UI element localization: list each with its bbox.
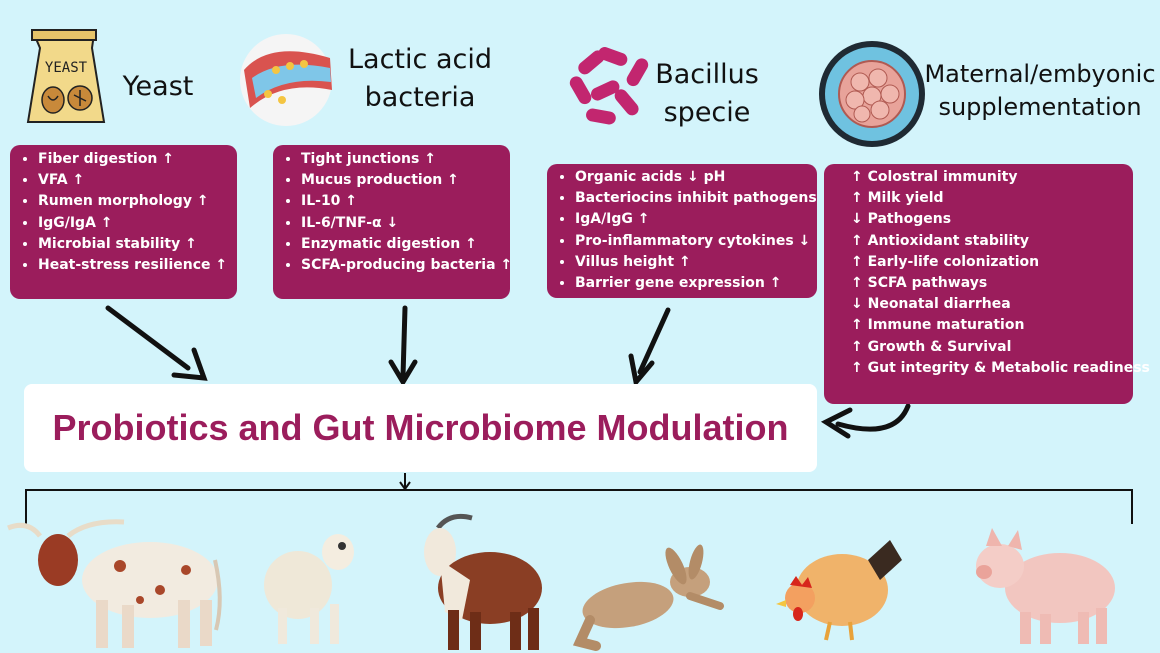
list-item: Microbial stability ↑: [38, 234, 237, 255]
arrow-lab: [400, 305, 408, 379]
maternal-title: Maternal/embyonic supplementation: [920, 58, 1160, 124]
list-item: Villus height ↑: [575, 252, 817, 273]
lab-title: Lactic acid bacteria: [334, 41, 506, 117]
bacillus-title: Bacillus specie: [644, 56, 770, 132]
bacillus-title-line-1: Bacillus: [655, 59, 759, 90]
list-item: Organic acids ↓ pH: [575, 167, 817, 188]
list-item: Mucus production ↑: [301, 170, 510, 191]
list-item: IL-6/TNF-α ↓: [301, 213, 510, 234]
cattle-icon: [7, 519, 222, 648]
list-item: ↑ SCFA pathways: [851, 275, 988, 292]
list-item: Rumen morphology ↑: [38, 191, 237, 212]
list-item: ↓ Pathogens: [851, 211, 952, 228]
lab-effects-box: Tight junctions ↑ Mucus production ↑ IL-…: [273, 145, 512, 299]
lab-title-line-2: bacteria: [364, 82, 476, 113]
list-item: ↑ Colostral immunity: [851, 169, 1018, 185]
gut-bacteria-icon: [240, 34, 332, 126]
list-item: ↑ Antioxidant stability: [851, 232, 1030, 249]
arrowhead-maternal: [820, 407, 853, 439]
maternal-effects-list: ↑ Colostral immunity ↑ Milk yield ↓ Path…: [824, 167, 1150, 379]
list-item: SCFA-producing bacteria ↑: [301, 255, 512, 276]
list-item: ↑ Immune maturation: [851, 317, 1025, 334]
list-item: Barrier gene expression ↑: [575, 273, 817, 294]
bacillus-icon: [569, 47, 649, 125]
animal-bracket: [25, 473, 1133, 524]
central-title-box: Probiotics and Gut Microbiome Modulation: [24, 384, 817, 472]
list-item: Heat-stress resilience ↑: [38, 255, 237, 276]
list-item: IgG/IgA ↑: [38, 213, 237, 234]
arrow-maternal: [835, 403, 911, 432]
list-item: ↑ Early-life colonization: [851, 253, 1040, 270]
list-item: Fiber digestion ↑: [38, 149, 237, 170]
list-item: ↑ Gut integrity & Metabolic readiness: [851, 359, 1150, 376]
arrow-bacillus: [637, 307, 671, 375]
list-item: ↑ Milk yield: [851, 190, 944, 207]
sheep-icon: [264, 534, 354, 644]
flow-arrows: [105, 305, 911, 439]
central-title: Probiotics and Gut Microbiome Modulation: [52, 407, 789, 448]
goat-icon: [424, 513, 542, 650]
embryo-petri-icon: [819, 41, 925, 147]
bacillus-effects-list: Organic acids ↓ pH Bacteriocins inhibit …: [547, 167, 817, 294]
lab-effects-list: Tight junctions ↑ Mucus production ↑ IL-…: [273, 149, 512, 276]
yeast-effects-box: Fiber digestion ↑ VFA ↑ Rumen morphology…: [10, 145, 237, 299]
bacillus-effects-box: Organic acids ↓ pH Bacteriocins inhibit …: [547, 164, 817, 298]
list-item: IgA/IgG ↑: [575, 209, 817, 230]
pig-icon: [976, 528, 1115, 644]
maternal-effects-box: ↑ Colostral immunity ↑ Milk yield ↓ Path…: [824, 164, 1150, 404]
list-item: Enzymatic digestion ↑: [301, 234, 510, 255]
arrow-yeast: [105, 305, 191, 371]
list-item: ↓ Neonatal diarrhea: [851, 296, 1011, 313]
list-item: Bacteriocins inhibit pathogens: [575, 188, 817, 209]
list-item: Tight junctions ↑: [301, 149, 510, 170]
yeast-title: Yeast: [110, 68, 206, 106]
chicken-icon: [776, 540, 902, 641]
maternal-title-line-2: supplementation: [938, 93, 1142, 121]
yeast-title-line-1: Yeast: [122, 71, 194, 102]
lab-title-line-1: Lactic acid: [348, 44, 492, 75]
arrowhead-yeast: [171, 347, 208, 381]
rabbit-icon: [572, 544, 724, 651]
list-item: VFA ↑: [38, 170, 237, 191]
arrowhead-bacillus: [628, 353, 655, 388]
yeast-effects-list: Fiber digestion ↑ VFA ↑ Rumen morphology…: [10, 149, 237, 276]
yeast-bag-label: YEAST: [45, 60, 88, 76]
arrowhead-lab: [388, 359, 418, 387]
list-item: Pro-inflammatory cytokines ↓: [575, 231, 817, 252]
bacillus-title-line-2: specie: [663, 97, 751, 128]
yeast-bag-icon: YEAST: [26, 29, 106, 123]
list-item: ↑ Growth & Survival: [851, 338, 1012, 355]
list-item: IL-10 ↑: [301, 191, 510, 212]
maternal-title-line-1: Maternal/embyonic: [924, 60, 1156, 88]
